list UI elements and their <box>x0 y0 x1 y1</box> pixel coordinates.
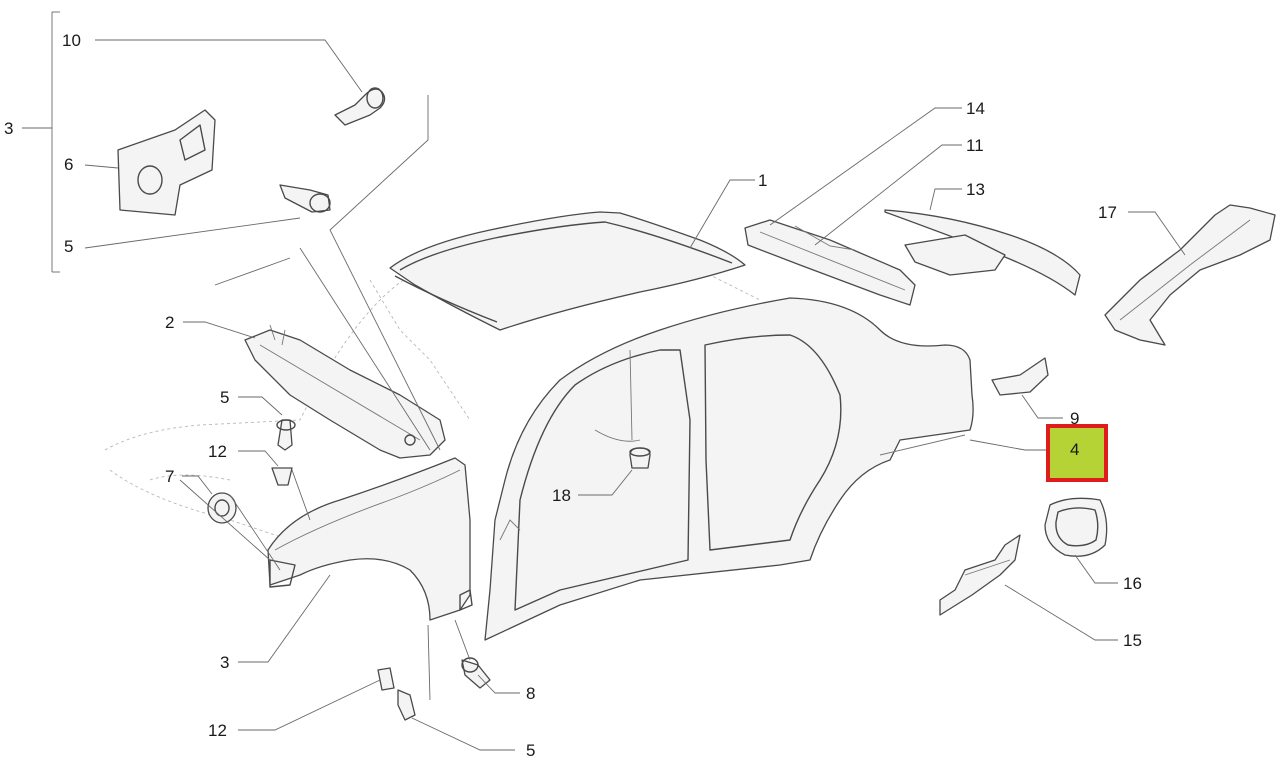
screw-5-mid[interactable] <box>276 419 296 451</box>
wheel-arch-15[interactable] <box>939 534 1021 616</box>
callout-6[interactable]: 6 <box>64 155 73 174</box>
bolt-10[interactable] <box>334 87 386 126</box>
callout-17[interactable]: 17 <box>1098 203 1117 222</box>
callout-12-bottom[interactable]: 12 <box>208 721 227 740</box>
car-ghost-outline <box>104 239 761 541</box>
highlight-box-part-4[interactable] <box>1046 424 1108 482</box>
screw-5-bottom[interactable] <box>397 689 416 721</box>
front-crossmember[interactable] <box>244 324 446 459</box>
callout-5-top[interactable]: 5 <box>64 237 73 256</box>
callout-8[interactable]: 8 <box>526 684 535 703</box>
callout-11[interactable]: 11 <box>966 136 984 155</box>
callout-12-mid[interactable]: 12 <box>208 442 227 461</box>
callout-5-mid[interactable]: 5 <box>220 388 229 407</box>
nut-5-top[interactable] <box>279 184 331 213</box>
callout-5-bottom[interactable]: 5 <box>526 741 535 760</box>
callout-4[interactable]: 4 <box>1070 440 1079 459</box>
callout-3-bottom[interactable]: 3 <box>220 653 229 672</box>
callout-13[interactable]: 13 <box>966 180 985 199</box>
rubber-plug-18[interactable] <box>629 447 651 469</box>
clip-12-mid[interactable] <box>271 467 293 486</box>
callout-7[interactable]: 7 <box>165 467 174 486</box>
callout-9[interactable]: 9 <box>1070 409 1079 428</box>
front-fender[interactable] <box>267 457 473 621</box>
rear-rail-13[interactable] <box>884 209 1081 296</box>
bolt-8[interactable] <box>461 657 491 689</box>
callout-10[interactable]: 10 <box>62 31 81 50</box>
callout-14[interactable]: 14 <box>966 99 985 118</box>
callout-2[interactable]: 2 <box>165 313 174 332</box>
bracket-6[interactable] <box>117 109 216 216</box>
roof-panel[interactable] <box>389 211 746 331</box>
bracket-9[interactable] <box>991 357 1049 396</box>
grommet-7[interactable] <box>207 492 237 524</box>
callout-3-top[interactable]: 3 <box>4 119 13 138</box>
body-side-panel[interactable] <box>484 297 974 641</box>
c-pillar-inner-17[interactable] <box>1104 204 1276 346</box>
callout-labels: 10 3 6 5 2 5 12 7 3 12 5 8 18 1 14 11 13… <box>4 31 1142 760</box>
fuel-filler-housing-16[interactable] <box>1044 497 1108 557</box>
callout-16[interactable]: 16 <box>1123 574 1142 593</box>
callout-1[interactable]: 1 <box>758 171 767 190</box>
leader-lines <box>22 11 1186 751</box>
clip-12-bottom[interactable] <box>377 667 395 691</box>
callout-18[interactable]: 18 <box>552 486 571 505</box>
callout-15[interactable]: 15 <box>1123 631 1142 650</box>
roof-rail-14[interactable] <box>744 219 916 306</box>
